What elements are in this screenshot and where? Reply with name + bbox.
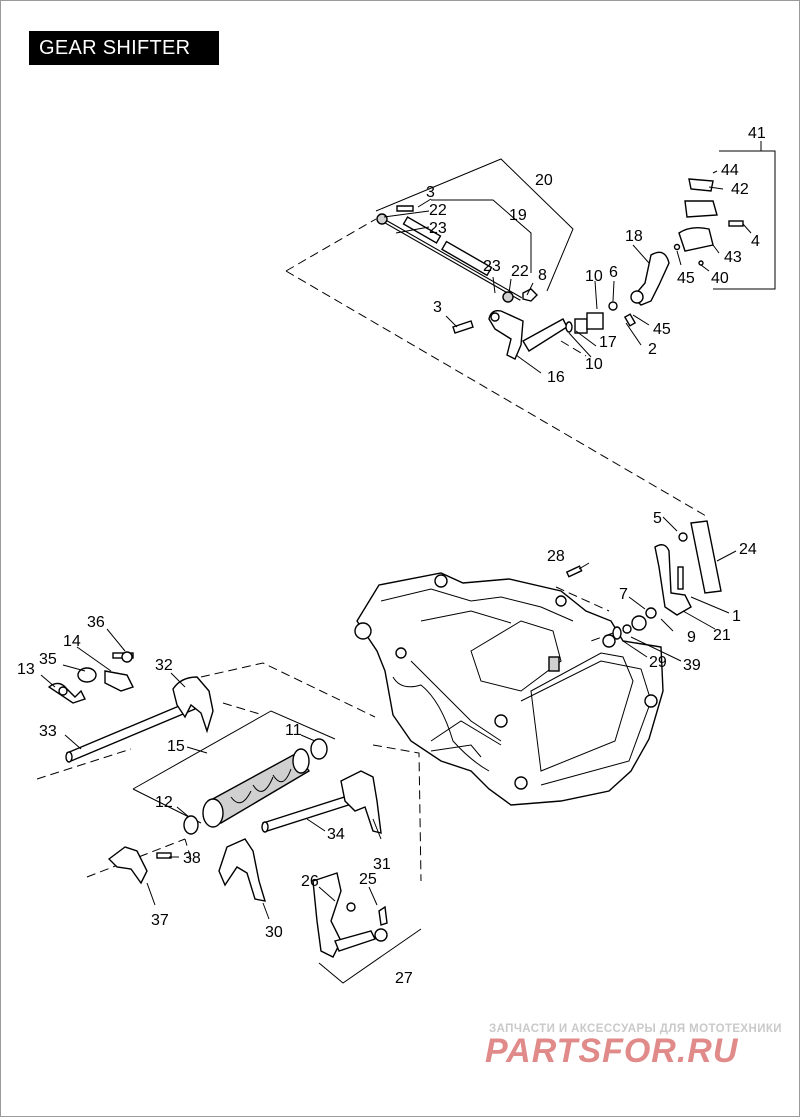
callout-22a: 22	[429, 202, 447, 219]
callout-27: 27	[395, 970, 413, 987]
callout-38: 38	[183, 850, 201, 867]
callout-39: 39	[683, 657, 701, 674]
callout-11: 11	[285, 722, 302, 739]
retaining-ring-11	[310, 738, 328, 760]
callout-32: 32	[155, 657, 173, 674]
callout-37: 37	[151, 912, 169, 929]
callout-36: 36	[87, 614, 105, 631]
upper-leaders	[383, 170, 752, 374]
callout-28: 28	[547, 548, 565, 565]
bracket-19	[431, 199, 532, 273]
crankcase-side-parts	[565, 520, 722, 640]
retaining-ring-12	[183, 815, 199, 835]
callout-17: 17	[599, 334, 617, 351]
bracket-20	[375, 158, 574, 292]
upper-group-dashed-outline	[285, 218, 707, 517]
crankcase-side-leaders	[578, 516, 737, 662]
callout-31: 31	[373, 856, 391, 873]
callout-20: 20	[535, 172, 553, 189]
callout-3b: 3	[433, 299, 442, 316]
arm-18	[623, 251, 670, 327]
callout-34: 34	[327, 826, 345, 843]
shift-fork-32	[172, 676, 214, 734]
callout-10a: 10	[585, 268, 603, 285]
callout-6: 6	[609, 264, 618, 281]
callout-35: 35	[39, 651, 57, 668]
callout-18: 18	[625, 228, 643, 245]
callout-43: 43	[724, 249, 742, 266]
callout-14: 14	[63, 633, 81, 650]
bracket-41	[713, 150, 776, 290]
callout-10b: 10	[585, 356, 603, 373]
callout-40: 40	[711, 270, 729, 287]
callout-8: 8	[538, 267, 547, 284]
retainer-37	[107, 846, 148, 885]
callout-24: 24	[739, 541, 757, 558]
callout-45a: 45	[677, 270, 695, 287]
callout-21: 21	[713, 627, 731, 644]
callout-26: 26	[301, 873, 319, 890]
callout-19: 19	[509, 207, 527, 224]
watermark-logo-text: PARTSFOR.RU	[485, 1032, 739, 1069]
callout-25: 25	[359, 871, 377, 888]
detent-parts	[47, 651, 134, 704]
callout-22b: 22	[511, 263, 529, 280]
shaft-assembly-27	[312, 872, 388, 958]
callout-29: 29	[649, 654, 667, 671]
callout-4: 4	[751, 233, 760, 250]
shift-rod-assembly	[376, 205, 538, 303]
callout-41: 41	[748, 125, 766, 142]
lower-group-dashed-outline	[36, 662, 422, 882]
transmission-housing	[354, 572, 664, 806]
page-title: GEAR SHIFTER	[29, 31, 219, 65]
callout-13: 13	[17, 661, 35, 678]
callout-23b: 23	[483, 258, 501, 275]
bolt-38	[156, 852, 172, 859]
callout-15: 15	[167, 738, 185, 755]
shift-drum-15	[202, 748, 310, 828]
callout-30: 30	[265, 924, 283, 941]
shifter-lever-16	[452, 309, 568, 360]
shift-fork-31	[340, 770, 382, 834]
callout-2: 2	[648, 341, 657, 358]
footpeg-assembly-41	[673, 178, 744, 266]
callout-9: 9	[687, 629, 696, 646]
shaft-bushings	[565, 301, 618, 334]
callout-33: 33	[39, 723, 57, 740]
crankcase-dashed-link	[555, 586, 614, 642]
callout-44: 44	[721, 162, 739, 179]
callout-42: 42	[731, 181, 749, 198]
watermark-logo: PARTSFOR.RU	[485, 1032, 739, 1069]
watermark-tagline: ЗАПЧАСТИ И АКСЕССУАРЫ ДЛЯ МОТОТЕХНИКИ	[489, 1023, 782, 1035]
callout-7: 7	[619, 586, 628, 603]
callout-16: 16	[547, 369, 565, 386]
bracket-27	[318, 928, 422, 984]
callout-12: 12	[155, 794, 173, 811]
lower-leaders	[40, 628, 382, 920]
callout-1: 1	[732, 608, 741, 625]
callout-45b: 45	[653, 321, 671, 338]
callout-23a: 23	[429, 220, 447, 237]
shift-fork-30	[218, 838, 267, 902]
callout-3a: 3	[426, 184, 435, 201]
callout-5: 5	[653, 510, 662, 527]
